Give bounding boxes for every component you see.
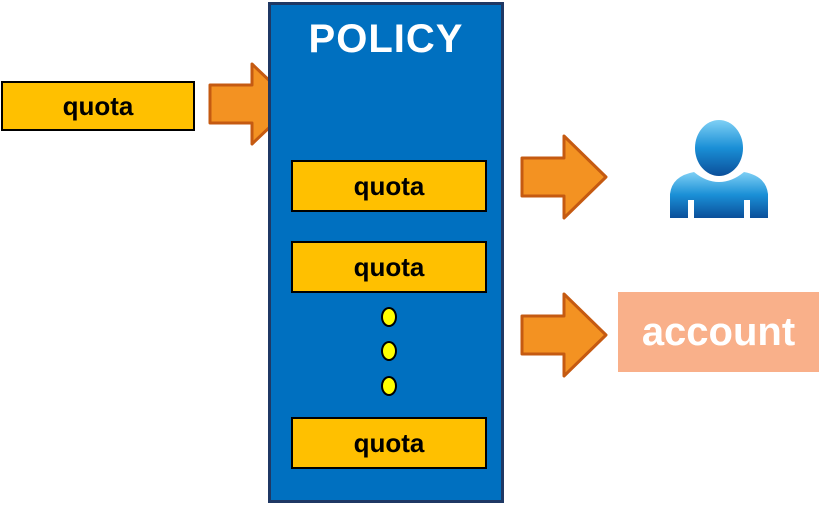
ellipsis-dot-2 [381, 341, 397, 361]
policy-quota-3: quota [291, 417, 487, 469]
input-quota-box: quota [1, 81, 195, 131]
account-box: account [618, 292, 819, 372]
policy-title: POLICY [308, 17, 464, 61]
account-arrow [520, 292, 608, 378]
policy-box: POLICY quota quota quota [268, 2, 504, 503]
ellipsis-dot-3 [381, 376, 397, 396]
policy-quota-2: quota [291, 241, 487, 293]
user-arrow [520, 134, 608, 220]
ellipsis-dot-1 [381, 307, 397, 327]
user-icon [670, 120, 768, 218]
policy-quota-1: quota [291, 160, 487, 212]
